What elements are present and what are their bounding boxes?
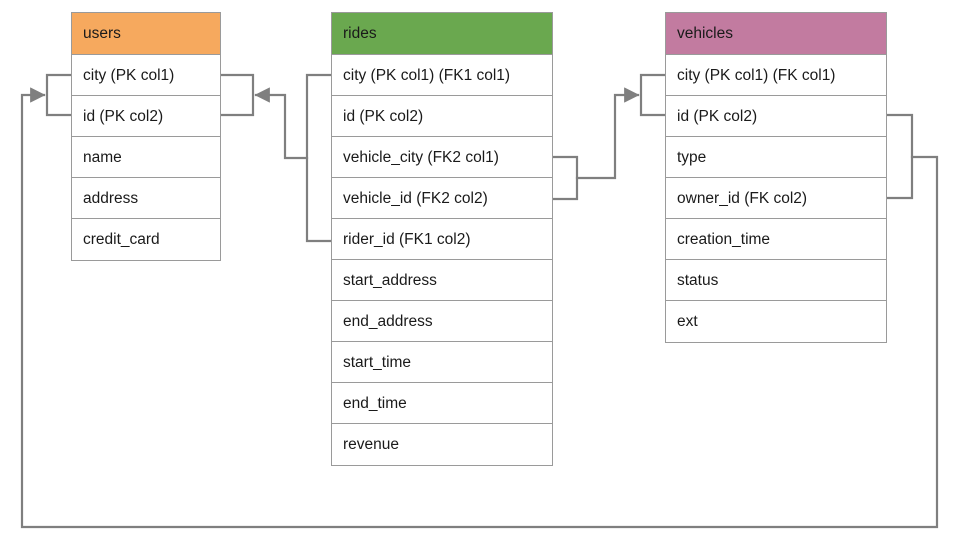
edge-vehicles-to-users xyxy=(20,87,939,529)
table-rides-column-vehicle-city[interactable]: vehicle_city (FK2 col1) xyxy=(332,137,552,178)
users-right-bracket xyxy=(219,73,255,117)
table-vehicles-column-status[interactable]: status xyxy=(666,260,886,301)
table-rides-column-end-address[interactable]: end_address xyxy=(332,301,552,342)
table-vehicles-column-owner-id[interactable]: owner_id (FK col2) xyxy=(666,178,886,219)
table-users-column-credit-card[interactable]: credit_card xyxy=(72,219,220,260)
table-rides-column-city[interactable]: city (PK col1) (FK1 col1) xyxy=(332,55,552,96)
vehicles-left-bracket xyxy=(639,73,667,117)
table-rides-column-start-time[interactable]: start_time xyxy=(332,342,552,383)
table-vehicles-column-type[interactable]: type xyxy=(666,137,886,178)
table-vehicles-column-ext[interactable]: ext xyxy=(666,301,886,342)
vehicles-right-bracket xyxy=(885,113,914,200)
table-rides-column-end-time[interactable]: end_time xyxy=(332,383,552,424)
table-users-column-address[interactable]: address xyxy=(72,178,220,219)
table-rides-column-rider-id[interactable]: rider_id (FK1 col2) xyxy=(332,219,552,260)
table-users-title: users xyxy=(72,13,220,55)
table-rides-column-vehicle-id[interactable]: vehicle_id (FK2 col2) xyxy=(332,178,552,219)
table-users-column-name[interactable]: name xyxy=(72,137,220,178)
rides-right-bracket xyxy=(551,155,579,201)
table-users-column-id[interactable]: id (PK col2) xyxy=(72,96,220,137)
table-vehicles-column-id[interactable]: id (PK col2) xyxy=(666,96,886,137)
table-rides[interactable]: rides city (PK col1) (FK1 col1) id (PK c… xyxy=(331,12,553,466)
table-vehicles[interactable]: vehicles city (PK col1) (FK col1) id (PK… xyxy=(665,12,887,343)
edge-rides-to-users xyxy=(254,87,309,160)
edge-rides-to-vehicles xyxy=(575,87,640,180)
table-vehicles-column-city[interactable]: city (PK col1) (FK col1) xyxy=(666,55,886,96)
users-left-bracket xyxy=(45,73,73,117)
table-rides-column-start-address[interactable]: start_address xyxy=(332,260,552,301)
table-vehicles-title: vehicles xyxy=(666,13,886,55)
table-users-column-city[interactable]: city (PK col1) xyxy=(72,55,220,96)
table-vehicles-column-creation-time[interactable]: creation_time xyxy=(666,219,886,260)
rides-left-bracket xyxy=(305,73,333,243)
table-rides-column-id[interactable]: id (PK col2) xyxy=(332,96,552,137)
table-users[interactable]: users city (PK col1) id (PK col2) name a… xyxy=(71,12,221,261)
table-rides-column-revenue[interactable]: revenue xyxy=(332,424,552,465)
table-rides-title: rides xyxy=(332,13,552,55)
